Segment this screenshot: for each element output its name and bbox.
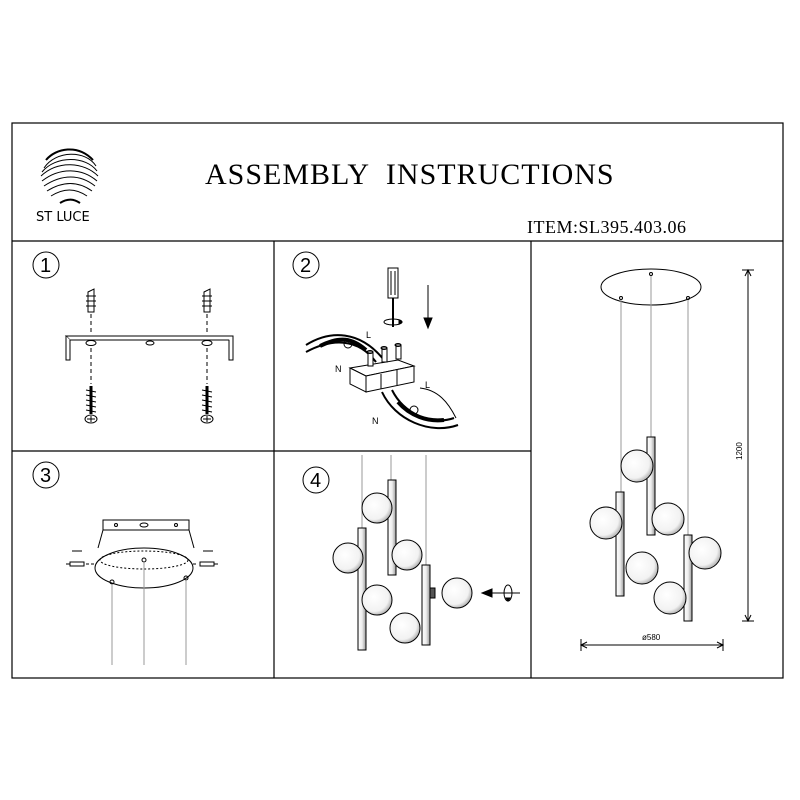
step-1-panel: 1 [32, 251, 234, 424]
screw-right [200, 386, 214, 424]
screw-left [84, 386, 98, 424]
arrow-down-icon [423, 285, 433, 330]
height-dimension: 1200 [735, 268, 754, 623]
step-3-panel: 3 [32, 461, 218, 665]
step-1-badge [32, 251, 60, 279]
wall-anchor-right [202, 288, 212, 313]
pendant-tube [615, 436, 693, 622]
step-2-badge [292, 251, 320, 279]
assembled-lamp-panel: 1200 ø580 [579, 268, 754, 651]
width-dimension: ø580 [579, 633, 725, 651]
step-3-badge [32, 461, 60, 489]
brand-name: ST LUCE [36, 210, 90, 225]
step-4-badge [302, 466, 330, 494]
bracket [97, 519, 195, 549]
item-code: ITEM:SL395.403.06 [527, 217, 687, 237]
page-title: ASSEMBLY INSTRUCTIONS [205, 158, 615, 191]
step-1-number: 1 [40, 255, 51, 277]
brand-logo: ST LUCE [36, 146, 99, 225]
wall-anchor-left [86, 288, 96, 313]
step-3-number: 3 [40, 465, 51, 487]
swirl-logo-icon [39, 146, 99, 206]
arrow-left-icon [480, 584, 520, 602]
screwdriver-icon [383, 267, 403, 327]
step-4-panel: 4 [302, 455, 520, 651]
wire-label-l-bottom: L [425, 380, 430, 390]
step-2-panel: 2 L N [292, 251, 459, 430]
mounting-bracket [64, 335, 234, 361]
wire-label-n-top: N [335, 364, 342, 374]
frame [11, 122, 784, 679]
height-label: 1200 [735, 442, 744, 460]
diameter-label: ø580 [642, 633, 661, 642]
step-2-number: 2 [300, 255, 311, 277]
pendant-tube [357, 479, 431, 651]
wire-label-l-top: L [366, 330, 371, 340]
wire-label-n-bottom: N [372, 416, 379, 426]
step-4-number: 4 [310, 470, 321, 492]
glass-globe [332, 492, 473, 644]
side-screw-left [66, 550, 98, 567]
terminal-block [348, 343, 416, 393]
glass-globe [589, 449, 722, 615]
